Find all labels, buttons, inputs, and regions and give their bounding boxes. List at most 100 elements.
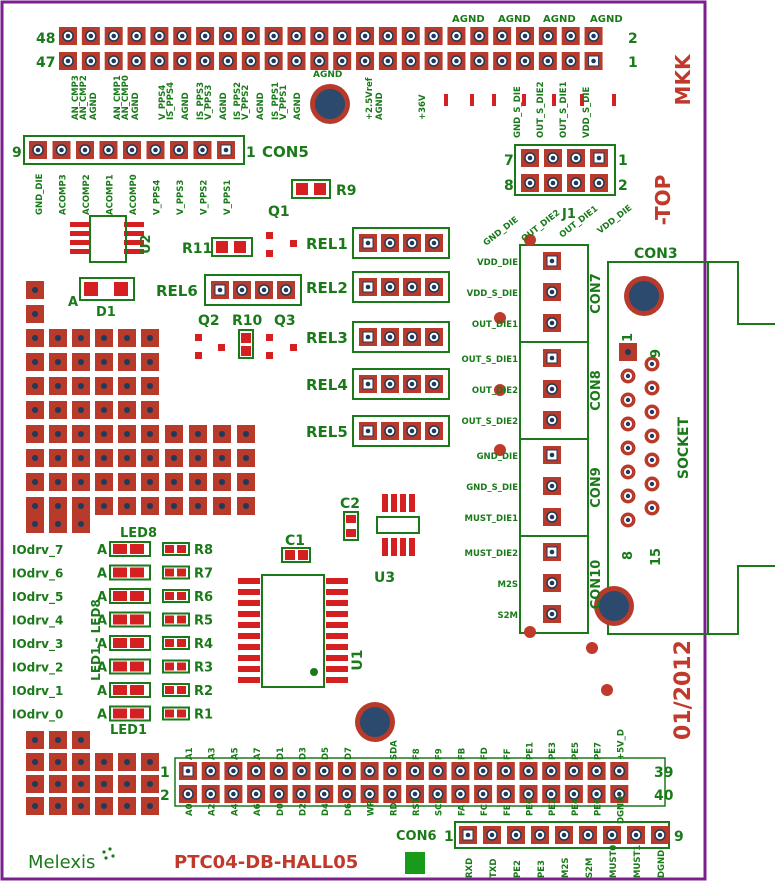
pad-hole (101, 431, 107, 437)
con3-pin-15: 15 (649, 548, 664, 566)
resistor-outline (162, 683, 190, 697)
bottom-bottom-label: PE6 (594, 798, 604, 816)
con-block-name: CON9 (589, 467, 604, 508)
j1-outline (514, 144, 616, 196)
led-anode-label: A (97, 661, 107, 676)
resistor-label: R6 (194, 590, 213, 605)
u2-pad (124, 222, 144, 227)
pad-hole (32, 479, 38, 485)
c2-label: C2 (340, 496, 360, 512)
pad-hole (124, 407, 130, 413)
pad-hole (59, 147, 64, 153)
pad-hole (503, 791, 509, 797)
con3-flange-bottom (708, 565, 775, 635)
led-anode-label: A (97, 708, 107, 723)
u1-pad (326, 633, 348, 639)
pad-hole (219, 479, 225, 485)
pad-hole (55, 503, 61, 509)
pad-hole (649, 385, 655, 391)
pad-hole (78, 407, 84, 413)
pad-hole (179, 58, 185, 64)
pad-hole (153, 147, 158, 153)
u1-pad (238, 589, 260, 595)
pad-hole (147, 781, 153, 787)
con3-pin-9: 9 (649, 349, 664, 358)
con5-signal-label: GND_DIE (35, 173, 45, 215)
pad-hole (78, 521, 84, 527)
header-signal-label: V_PPS3 (204, 85, 214, 120)
pad-hole (55, 759, 61, 765)
header-signal-label: IS_PPS3 (196, 82, 206, 120)
header-signal-label: AN_CMP3 (71, 75, 81, 120)
pad-hole (387, 240, 393, 246)
pad-hole (32, 781, 38, 787)
u1-pad (238, 633, 260, 639)
r9-pad (314, 183, 326, 195)
header-signal-label: AGND (89, 92, 99, 120)
con3-pin-8: 8 (621, 551, 636, 560)
pad-hole (387, 284, 393, 290)
pad-hole (101, 359, 107, 365)
q3-pad (290, 344, 297, 351)
q2-pad (195, 334, 202, 341)
q3-label: Q3 (274, 313, 296, 329)
bottom-top-label: +5V_D (616, 729, 626, 760)
pad-hole (185, 768, 191, 774)
pad-hole (617, 768, 622, 774)
led8-label: LED8 (120, 526, 157, 541)
pad-hole (321, 768, 327, 774)
pad-hole (537, 832, 543, 838)
pad-hole (78, 503, 84, 509)
pad-hole (568, 33, 573, 39)
con3-label: CON3 (634, 246, 678, 262)
pad-hole (124, 383, 130, 389)
pad-hole (195, 431, 201, 437)
pad-hole (124, 479, 130, 485)
header-signal-label: IS_PPS1 (271, 82, 281, 120)
pad-hole (573, 180, 579, 186)
led1-label: LED1 (110, 723, 147, 738)
led-outline (109, 564, 151, 581)
pad-hole (225, 58, 231, 64)
r9-label: R9 (336, 183, 357, 199)
con6-label: CON6 (396, 829, 437, 844)
con6-signal-label: M2S (561, 858, 571, 879)
con5-signal-label: V_PPS3 (176, 180, 186, 215)
q3-pad (266, 352, 273, 359)
bottom-bottom-label: WR (367, 800, 377, 816)
bottom-pin-39: 39 (654, 765, 673, 781)
bottom-bottom-label: A4 (230, 803, 240, 816)
pad-hole (219, 503, 225, 509)
pad-hole (111, 33, 116, 39)
pad-hole (561, 832, 567, 838)
mounting-hole-inner (599, 591, 629, 621)
led-pad (113, 544, 127, 554)
board-code: MKK (671, 53, 695, 105)
pad-hole (625, 373, 631, 379)
q2-label: Q2 (198, 313, 220, 329)
bottom-pin-1: 1 (160, 765, 170, 781)
pad-hole (454, 58, 459, 64)
header-signal-label: AGND (293, 92, 303, 120)
con6-signal-label: MUST1 (633, 845, 643, 878)
resistor-label: R4 (194, 637, 213, 652)
led-pad (130, 544, 144, 554)
pad-hole (176, 147, 182, 153)
r9-outline (291, 179, 331, 199)
pad-hole (239, 287, 245, 293)
pad-hole (147, 335, 153, 341)
pad-hole (649, 457, 655, 463)
relay-outline (352, 271, 450, 303)
pin-label-1: 1 (628, 55, 638, 71)
pad-hole (362, 58, 368, 64)
resistor-pad (165, 662, 174, 671)
pad-hole (344, 768, 350, 774)
bottom-top-label: D5 (321, 747, 331, 760)
pad-hole (101, 759, 107, 765)
c1-pad (298, 550, 308, 560)
pad-hole (208, 791, 213, 797)
pin-label-47: 47 (36, 55, 55, 71)
pad-hole (625, 517, 631, 523)
fiducial-square (405, 852, 425, 874)
